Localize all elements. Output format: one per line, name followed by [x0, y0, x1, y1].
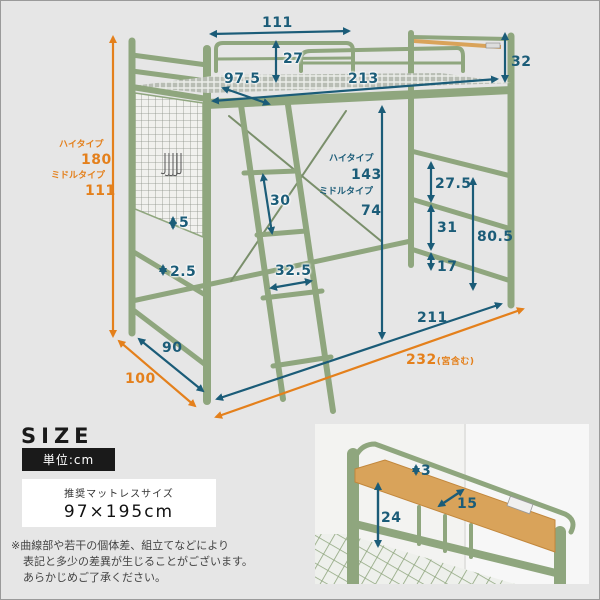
note-line-2: 表記と多少の差異が生じることがございます。: [23, 555, 253, 568]
dim-label-100: 100: [125, 371, 156, 387]
overall-height-middle-label: ミドルタイプ: [51, 171, 106, 181]
hook-icon: [160, 153, 182, 177]
dim-label-211: 211: [417, 310, 448, 326]
dim-arrow-211: [215, 302, 503, 401]
dim-label-15: 15: [457, 496, 478, 512]
dim-label-111: 111: [262, 15, 293, 31]
dim-label-97-5: 97.5: [224, 71, 261, 87]
dim-label-5: 5: [179, 215, 190, 231]
note-line-1: ※曲線部や若干の個体差、組立てなどにより: [11, 539, 229, 552]
dim-label-3: 3: [421, 463, 432, 479]
under-height-high-label: ハイタイプ: [329, 154, 374, 164]
mattress-size-label: 推奨マットレスサイズ: [64, 489, 174, 500]
dim-arrow-15: [437, 488, 465, 508]
dim-label-27: 27: [283, 51, 304, 67]
outlet-icon: [485, 42, 501, 49]
dim-arrow-32-5: [269, 278, 313, 291]
under-height-middle-label: ミドルタイプ: [319, 187, 374, 197]
dim-label-2-5: 2.5: [170, 264, 197, 280]
dim-label-90: 90: [162, 340, 183, 356]
dim-label-24: 24: [381, 510, 402, 526]
dim-arrow-111: [209, 27, 351, 38]
dim-arrow-213: [211, 75, 499, 105]
dim-label-32: 32: [511, 54, 532, 70]
dim-arrow-232: [214, 307, 525, 419]
outlet-icon: [506, 495, 534, 515]
size-title: SIZE: [21, 424, 94, 448]
dim-arrow-30: [259, 173, 276, 235]
dim-label-232: 232(宮含む): [406, 352, 475, 368]
dim-label-80-5: 80.5: [477, 229, 514, 245]
headboard-shelf: [414, 39, 501, 49]
unit-badge: 単位:cm: [22, 448, 115, 471]
overall-height-middle-value: 111: [85, 183, 116, 199]
wire-mesh-panel: [134, 92, 204, 239]
shelf-closeup-illustration: [315, 424, 589, 584]
dim-label-31: 31: [437, 220, 458, 236]
dim-label-30: 30: [270, 193, 291, 209]
dim-arrow-100: [117, 339, 197, 408]
mattress-size-value: 97×195cm: [63, 502, 175, 522]
overall-height-high-label: ハイタイプ: [59, 140, 104, 150]
headboard-shelf-closeup: 3 15 24: [315, 424, 589, 584]
dim-label-17: 17: [437, 259, 458, 275]
overall-height-high-value: 180: [81, 152, 112, 168]
disclaimer-note: ※曲線部や若干の個体差、組立てなどにより 表記と多少の差異が生じることがございま…: [11, 538, 253, 586]
note-line-3: あらかじめご了承ください。: [23, 571, 166, 584]
under-height-middle-value: 74: [361, 203, 382, 219]
dim-label-32-5: 32.5: [275, 263, 312, 279]
under-height-high-value: 143: [351, 167, 382, 183]
dim-label-213: 213: [348, 71, 379, 87]
mattress-size-box: 推奨マットレスサイズ 97×195cm: [22, 479, 216, 527]
dim-label-27-5: 27.5: [435, 176, 472, 192]
